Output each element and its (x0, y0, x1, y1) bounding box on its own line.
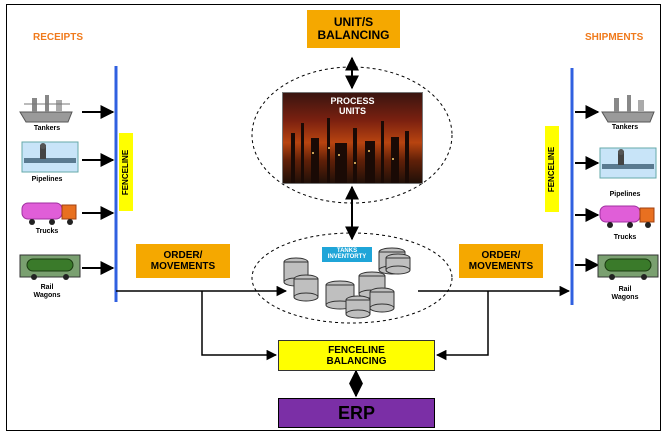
process-units-label: PROCESS UNITS (330, 96, 375, 116)
receipt-tanker-illustration (19, 95, 73, 123)
process-units-photo: PROCESS UNITS (282, 92, 423, 184)
order-movements-left: ORDER/ MOVEMENTS (136, 244, 230, 278)
shipment-label-trucks: Trucks (613, 234, 637, 241)
receipt-label-trucks: Trucks (35, 228, 59, 235)
receipt-label-pipelines: Pipelines (31, 176, 63, 183)
receipt-label-tankers: Tankers (33, 125, 61, 132)
receipt-truck-illustration (21, 202, 77, 225)
tanks-inventory-label: TANKS INVENTORTY (322, 247, 372, 262)
diagram-frame (6, 4, 661, 431)
unit-balancing-box: UNIT/S BALANCING (307, 10, 400, 48)
right-to-balancing (435, 291, 489, 361)
refinery-silhouette (291, 118, 409, 183)
receipt-pipelines-illustration (21, 141, 79, 173)
order-movements-right: ORDER/ MOVEMENTS (459, 244, 543, 278)
left-to-balancing (201, 291, 278, 361)
erp-box: ERP (278, 398, 435, 428)
shipment-truck-illustration (599, 205, 655, 228)
shipment-rail-illustration (597, 254, 659, 280)
shipments-title: SHIPMENTS (585, 32, 644, 43)
tanks-ellipse (251, 232, 453, 324)
shipment-label-pipelines: Pipelines (609, 191, 641, 198)
receipts-title: RECEIPTS (33, 32, 84, 43)
shipments-fenceline-label: FENCELINE (545, 126, 559, 212)
receipts-fenceline-label: FENCELINE (119, 133, 133, 211)
shipment-tanker-illustration (601, 95, 655, 123)
shipment-label-tankers: Tankers (611, 124, 639, 131)
fenceline-balancing-box: FENCELINE BALANCING (278, 340, 435, 371)
receipts-fenceline-text: FENCELINE (121, 149, 131, 195)
receipt-label-rail: Rail Wagons (33, 284, 61, 299)
shipment-pipelines-illustration (599, 147, 657, 179)
receipt-rail-illustration (19, 254, 81, 280)
shipments-fenceline-text: FENCELINE (547, 146, 557, 192)
shipment-label-rail: Rail Wagons (611, 286, 639, 301)
tanks-illustration (283, 247, 411, 319)
